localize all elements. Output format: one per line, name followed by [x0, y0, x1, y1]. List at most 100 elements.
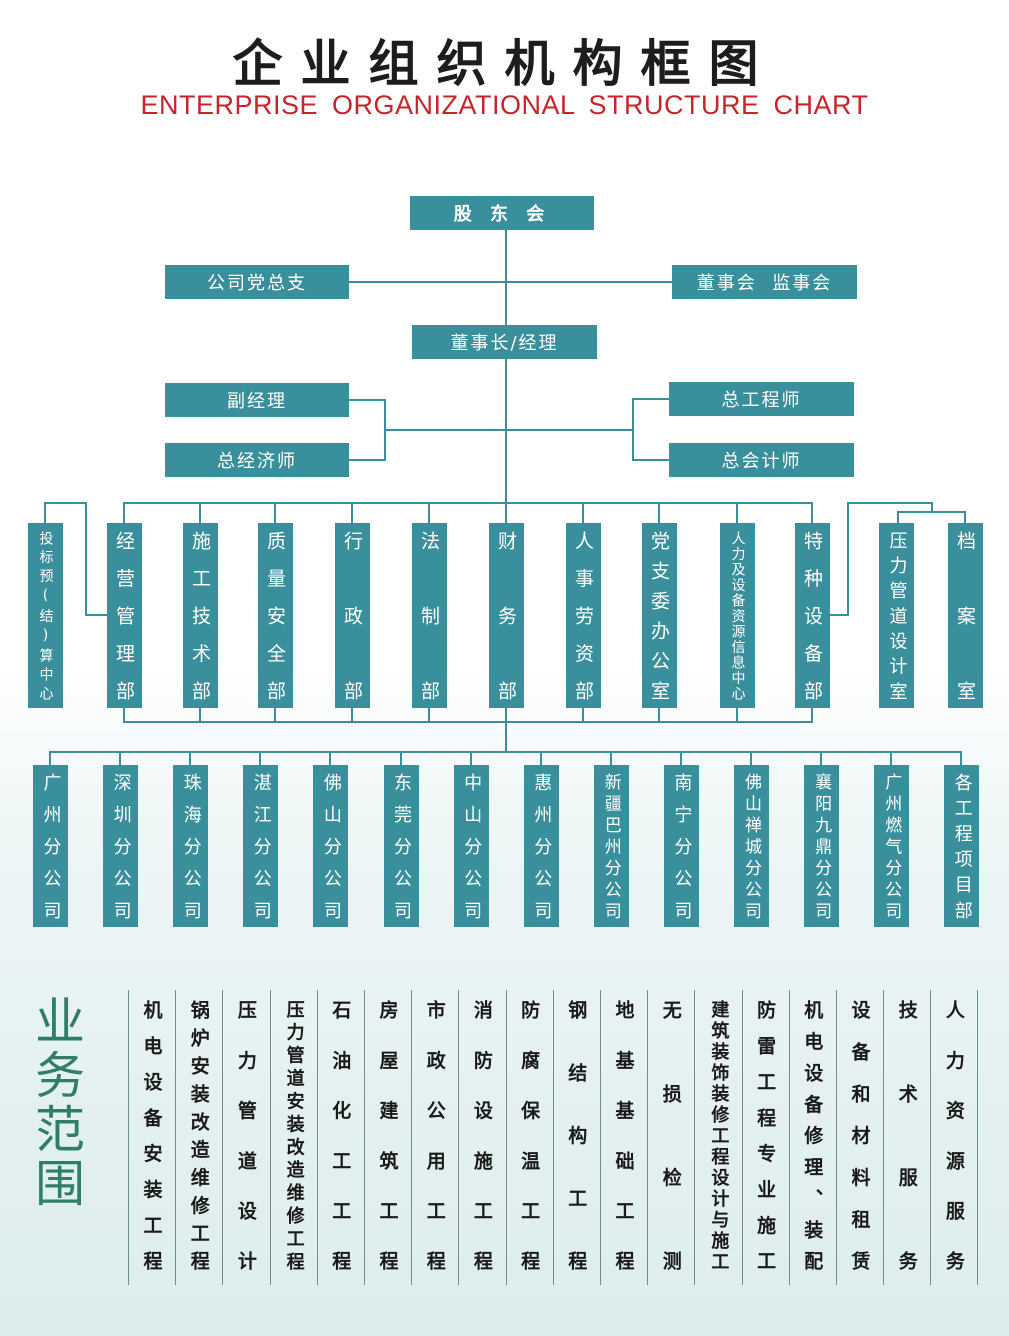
- department-label: 投标预(结)算中心: [37, 531, 54, 700]
- branch-box: 佛山分公司: [313, 765, 349, 927]
- branch-label: 广州燃气分公司: [881, 773, 902, 919]
- department-box: 投标预(结)算中心: [28, 523, 63, 708]
- branch-label: 珠海分公司: [180, 773, 202, 919]
- department-label: 党支委办公室: [648, 531, 670, 700]
- business-scope-label: 技术服务: [895, 1000, 918, 1270]
- business-scope-item: 市政公用工程: [411, 990, 458, 1285]
- business-scope-item: 地基基础工程: [600, 990, 647, 1285]
- branch-box: 深圳分公司: [103, 765, 139, 927]
- business-scope-item: 设备和材料租赁: [836, 990, 883, 1285]
- connector: [964, 511, 966, 523]
- business-scope-label: 房屋建筑工程: [376, 1000, 399, 1270]
- chief-engineer-box: 总工程师: [669, 382, 854, 416]
- branch-label: 湛江分公司: [250, 773, 272, 919]
- department-label: 压力管道设计室: [886, 531, 908, 700]
- connector: [49, 751, 51, 765]
- divider: [977, 990, 978, 1285]
- branch-label: 佛山分公司: [320, 773, 342, 919]
- connector: [820, 751, 823, 765]
- department-box: 特种设备部: [795, 523, 830, 708]
- connector: [329, 751, 332, 765]
- branch-label: 深圳分公司: [110, 773, 132, 919]
- branch-label: 中山分公司: [461, 773, 483, 919]
- connector: [469, 751, 472, 765]
- business-scope-title: 业务范围: [27, 995, 85, 1211]
- business-scope-label: 钢结构工程: [565, 1000, 588, 1270]
- connector: [259, 751, 262, 765]
- branch-box: 广州燃气分公司: [874, 765, 910, 927]
- connector: [609, 751, 612, 765]
- party-branch-box: 公司党总支: [165, 265, 349, 299]
- department-label: 行政部: [341, 531, 363, 700]
- branch-label: 佛山禅城分公司: [741, 773, 761, 919]
- department-label: 财务部: [495, 531, 517, 700]
- connector: [830, 614, 848, 616]
- department-box: 压力管道设计室: [879, 523, 914, 708]
- department-box: 施工技术部: [183, 523, 218, 708]
- connector: [931, 502, 933, 512]
- department-box: 党支委办公室: [642, 523, 677, 708]
- business-scope-item: 压力管道安装改造维修工程: [269, 990, 317, 1285]
- business-scope-label: 锅炉安装改造维修工程: [187, 1000, 210, 1270]
- business-scope-label: 石油化工工程: [329, 1000, 352, 1270]
- branch-box: 广州分公司: [33, 765, 68, 927]
- connector: [44, 502, 46, 523]
- department-label: 质量安全部: [264, 531, 286, 700]
- department-box: 法制部: [412, 523, 447, 708]
- business-scope-item: 无损检测: [647, 990, 694, 1285]
- department-box: 人力及设备资源信息中心: [720, 523, 755, 708]
- department-box: 行政部: [335, 523, 370, 708]
- connector: [890, 751, 893, 765]
- department-label: 法制部: [418, 531, 440, 700]
- business-scope-item: 技术服务: [883, 990, 930, 1285]
- department-label: 施工技术部: [189, 531, 211, 700]
- business-scope-label: 防雷工程专业施工: [754, 1000, 777, 1270]
- business-scope-label: 人力资源服务: [942, 1000, 965, 1270]
- branch-label: 各工程项目部: [951, 773, 973, 919]
- business-scope-item: 防腐保温工程: [505, 990, 553, 1285]
- chart-subtitle: ENTERPRISE ORGANIZATIONAL STRUCTURE CHAR…: [140, 90, 869, 120]
- connector: [539, 751, 542, 765]
- business-scope-label: 设备和材料租赁: [848, 1000, 871, 1270]
- branch-box: 惠州分公司: [523, 765, 559, 927]
- connector: [897, 511, 899, 523]
- business-scope-item: 钢结构工程: [552, 990, 600, 1285]
- branch-box: 各工程项目部: [944, 765, 980, 927]
- connector: [847, 502, 849, 616]
- department-label: 经营管理部: [113, 531, 135, 700]
- branch-box: 襄阳九鼎分公司: [804, 765, 840, 927]
- shareholders-box: 股 东 会: [410, 196, 594, 230]
- connector: [847, 502, 933, 504]
- branch-box: 东莞分公司: [383, 765, 419, 927]
- business-scope-item: 石油化工工程: [316, 990, 364, 1285]
- department-box: 经营管理部: [107, 523, 142, 708]
- connector: [123, 502, 813, 504]
- connector: [349, 281, 672, 283]
- business-scope-label: 市政公用工程: [423, 1000, 446, 1270]
- business-scope-item: 消防设施工程: [458, 990, 505, 1285]
- chart-title: 企业组织机构框图: [232, 34, 777, 93]
- branch-box: 珠海分公司: [173, 765, 209, 927]
- department-box: 质量安全部: [258, 523, 293, 708]
- business-scope-item: 房屋建筑工程: [364, 990, 411, 1285]
- chief-economist-box: 总经济师: [165, 443, 349, 477]
- business-scope-label: 压力管道设计: [234, 1000, 257, 1270]
- connector: [632, 459, 669, 461]
- branch-label: 惠州分公司: [531, 773, 553, 919]
- connector: [349, 459, 385, 461]
- connector: [349, 399, 385, 401]
- branch-label: 东莞分公司: [391, 773, 412, 919]
- branch-label: 南宁分公司: [671, 773, 693, 919]
- department-box: 档案室: [948, 523, 983, 708]
- business-scope-item: 建筑装饰装修工程设计与施工: [694, 990, 741, 1285]
- business-scope-item: 人力资源服务: [930, 990, 977, 1285]
- business-scope-item: 防雷工程专业施工: [741, 990, 789, 1285]
- business-scope-item: 锅炉安装改造维修工程: [175, 990, 222, 1285]
- department-box: 人事劳资部: [566, 523, 601, 708]
- department-label: 特种设备部: [801, 531, 823, 700]
- connector: [44, 502, 86, 504]
- connector: [399, 751, 402, 765]
- connector: [505, 230, 507, 752]
- branch-label: 襄阳九鼎分公司: [811, 773, 832, 919]
- business-scope-label: 建筑装饰装修工程设计与施工: [708, 1000, 730, 1270]
